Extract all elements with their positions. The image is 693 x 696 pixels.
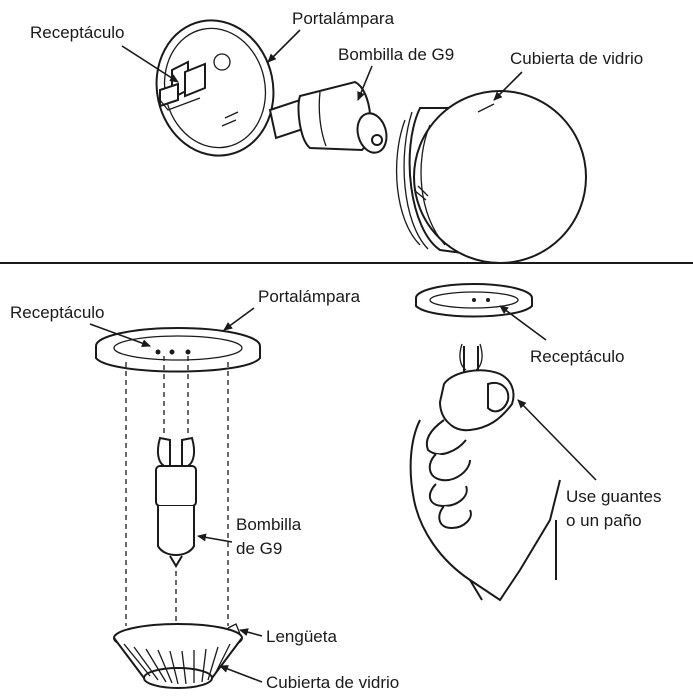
arrow-lengueta	[239, 628, 263, 637]
bottom-right-lamp-holder	[415, 283, 533, 318]
label-receptaculo-top: Receptáculo	[30, 23, 125, 42]
arrow-bombilla-top	[357, 65, 373, 101]
arrow-portalampara-bottom	[223, 307, 255, 331]
bottom-glass-cover	[113, 623, 243, 689]
arrow-receptaculo-bottom-left	[89, 323, 151, 348]
label-portalampara-bottom: Portalámpara	[258, 287, 361, 306]
top-glass-cover	[396, 90, 587, 264]
top-g9-bulb	[268, 80, 388, 154]
arrow-cubierta-top	[493, 71, 523, 101]
bottom-g9-bulb	[155, 436, 197, 568]
arrow-portalampara-top	[267, 29, 301, 63]
bottom-guide-lines	[125, 356, 229, 626]
top-lamp-holder	[155, 19, 275, 157]
label-receptaculo-bottom-right: Receptáculo	[530, 347, 625, 366]
label-cubierta-bottom: Cubierta de vidrio	[266, 673, 399, 692]
bottom-lamp-holder	[95, 327, 261, 373]
hand-holding-bulb	[409, 343, 561, 602]
arrow-cubierta-bottom	[219, 665, 263, 683]
label-cubierta-top: Cubierta de vidrio	[510, 49, 643, 68]
arrow-bombilla-bottom	[197, 533, 233, 543]
arrow-guantes	[517, 399, 597, 481]
label-guantes-line2: o un paño	[566, 511, 642, 530]
label-portalampara-top: Portalámpara	[292, 9, 395, 28]
label-guantes-line1: Use guantes	[566, 487, 661, 506]
arrow-receptaculo-top	[121, 45, 179, 83]
label-lengueta: Lengüeta	[266, 627, 337, 646]
arrow-receptaculo-bottom-right	[499, 305, 547, 341]
label-bombilla-top: Bombilla de G9	[338, 45, 454, 64]
label-receptaculo-bottom-left: Receptáculo	[10, 303, 105, 322]
label-bombilla-bottom-line1: Bombilla	[236, 515, 302, 534]
label-bombilla-bottom-line2: de G9	[236, 539, 282, 558]
